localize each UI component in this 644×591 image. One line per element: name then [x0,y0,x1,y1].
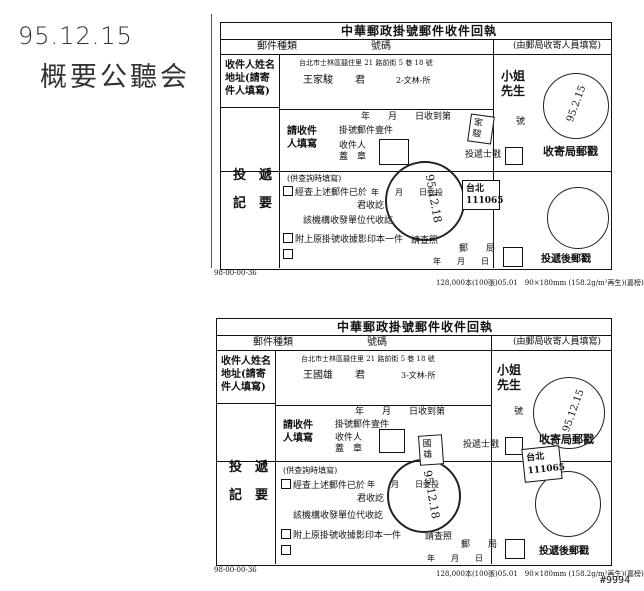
mail-type-label: 郵件種類 [253,337,293,348]
post-office-label: 郵 局 [459,244,496,254]
recipient-dept: 3-文林-所 [401,371,436,380]
extra-checkbox [283,249,295,261]
recipient-dept: 2-文林-所 [396,76,431,85]
name-suffix: 君 [355,370,365,381]
post-office-box [505,539,525,559]
received-line-2: 掛號郵件壹件 [335,420,390,430]
received-line: 年 月 日收到第 [355,407,446,417]
delivery-postmark-stamp: 95.12.18 [387,459,461,533]
agency-note: (由郵局收寄人員填寫) [513,41,602,51]
date-tail: 年 月 日 [433,257,489,266]
form-code-1: 98-00-00-36 [214,269,257,277]
extra-checkbox-box[interactable] [281,545,291,555]
option-4-checkbox[interactable] [281,529,291,539]
delivery-postmark-label: 投遞後郵戳 [541,254,591,265]
received-hao: 號 [516,117,526,127]
recipient-label: 收件人姓名 地址(請寄 件人填寫) [221,356,271,393]
recipient-name: 王家駿 [303,75,333,86]
received-line-2: 掛號郵件壹件 [339,126,394,136]
option-4b: 請查照 [425,532,453,542]
delivery-postmark-stamp: 95.12.18 [385,161,465,241]
delivery-note: (供查詢時填寫) [283,466,338,475]
post-chop: 台北 111065 [462,180,504,210]
carrier-seal-box [505,437,523,455]
option-4: 附上原掛號收據影印本一件 [281,529,401,541]
option-3: 該機構收發單位代收訖 [303,216,394,226]
handwritten-note: 概要公聽会 [40,62,190,93]
recipient-name: 王國雄 [303,370,333,381]
received-line: 年 月 日收到第 [361,112,452,122]
option-1: 經查上述郵件已於 [281,479,365,491]
delivery-postmark-label: 投遞後郵戳 [539,546,589,557]
fill-label: 請收件 人填寫 [287,126,317,150]
card-title: 中華郵政掛號郵件收件回執 [341,24,498,38]
option-2: 君收訖 [357,494,385,504]
postmark-label: 收寄局郵戳 [543,145,598,158]
name-chop: 家駿 [467,113,495,145]
received-hao: 號 [514,407,524,417]
handwritten-date: 95.12.15 [18,22,133,50]
option-1: 經查上述郵件已於 [283,186,367,198]
delivery-stamp-empty [535,471,601,537]
recipient-label: 收件人姓名 地址(請寄 件人填寫) [225,60,275,97]
card-title: 中華郵政掛號郵件收件回執 [337,320,494,334]
recipient-seal-label: 收件人 蓋 章 [335,433,363,454]
delivery-stamp-empty [547,187,609,249]
agency-note: (由郵局收寄人員填寫) [513,337,602,347]
name-suffix: 君 [355,75,365,86]
postmark-stamp: 95.12.15 [533,377,605,449]
recipient-seal-label: 收件人 蓋 章 [339,141,367,162]
fill-label: 請收件 人填寫 [283,420,313,444]
post-chop: 台北 111065 [521,445,566,483]
recipient-address: 台北市士林區囍住里 21 路前街 5 巷 18 號 [301,355,435,363]
form-code-2: 98-00-00-36 [214,566,257,574]
form-footer-2: 128,000本(100張)05.01 90×180mm (158.2g/m²再… [436,570,644,578]
honorific: 小姐 先生 [501,69,526,98]
receipt-card-1: 中華郵政掛號郵件收件回執 郵件種類 號碼 (由郵局收寄人員填寫) 收件人姓名 地… [220,22,612,270]
delivery-note: (供查詢時填寫) [287,174,342,183]
option-3: 該機構收發單位代收訖 [293,511,384,521]
option-1-checkbox[interactable] [281,479,291,489]
recipient-seal-box [379,139,409,165]
option-2: 君收訖 [357,201,385,211]
receipt-card-2: 中華郵政掛號郵件收件回執 郵件種類 號碼 (由郵局收寄人員填寫) 收件人姓名 地… [216,318,612,566]
number-label: 號碼 [371,41,391,52]
date-tail: 年 月 日 [427,554,483,563]
carrier-seal-label: 投遞士戳 [463,440,500,450]
extra-checkbox-box[interactable] [283,249,293,259]
option-4b: 請查照 [411,236,439,246]
page-mark: #9994 [600,575,631,586]
postmark-stamp: 95.2.15 [543,73,609,139]
form-footer-1: 128,000本(100張)05.01 90×180mm (158.2g/m²再… [436,279,644,287]
recipient-address: 台北市士林區囍住里 21 路前街 5 巷 18 號 [299,59,433,67]
extra-checkbox [281,545,293,557]
delivery-label: 投 遞 記 要 [229,460,269,503]
recipient-seal-box [379,429,405,453]
carrier-seal-box [505,147,523,165]
post-office-label: 郵 局 [461,540,498,550]
delivery-label: 投 遞 記 要 [233,168,273,211]
mail-type-label: 郵件種類 [257,41,297,52]
carrier-seal-label: 投遞士戳 [465,150,502,160]
option-4-checkbox[interactable] [283,233,293,243]
post-office-box [503,247,523,267]
number-label: 號碼 [367,337,387,348]
scan-margin-line [211,14,212,268]
option-4: 附上原掛號收據影印本一件 [283,233,403,245]
name-chop: 國雄 [417,434,445,466]
honorific: 小姐 先生 [497,363,522,392]
option-1-checkbox[interactable] [283,186,293,196]
